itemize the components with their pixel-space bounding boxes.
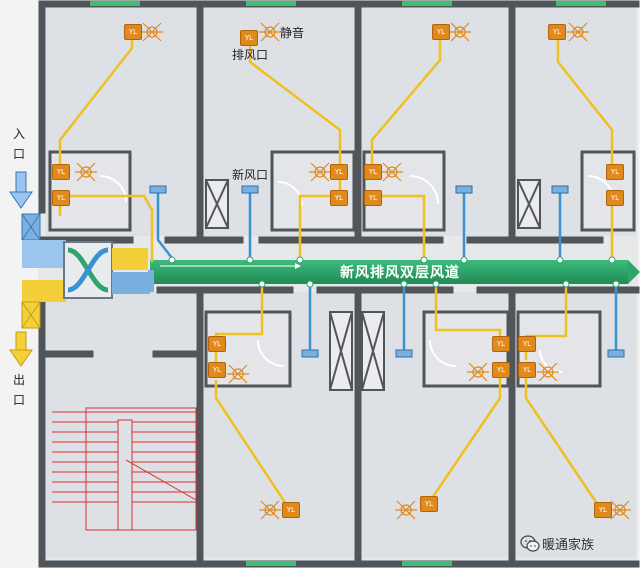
air-handling-unit [21, 213, 154, 329]
device-tag: YL [240, 30, 258, 46]
duct-taps [168, 256, 620, 288]
window-markers [90, 1, 606, 566]
device-tag: YL [518, 362, 536, 378]
watermark-brand: 暖通家族 [542, 538, 595, 553]
shafts [205, 179, 541, 391]
inlet-label: 入口 [12, 127, 25, 161]
device-tag: YL [208, 362, 226, 378]
device-tag: YL [420, 496, 438, 512]
main-duct [150, 260, 640, 284]
device-tag: YL [518, 336, 536, 352]
duct-label: 新风排风双层风道 [340, 265, 460, 281]
device-tag: YL [282, 502, 300, 518]
outlet-label: 出口 [12, 373, 25, 407]
device-tag: YL [364, 164, 382, 180]
device-tag: YL [364, 190, 382, 206]
walls [38, 0, 640, 568]
staircase [52, 407, 197, 531]
device-tag: YL [52, 164, 70, 180]
device-tag: YL [492, 336, 510, 352]
device-tag: YL [52, 190, 70, 206]
device-tag: YL [594, 502, 612, 518]
wechat-icon [520, 535, 540, 552]
device-tag: YL [330, 164, 348, 180]
blue-vents [149, 185, 625, 358]
device-tag: YL [330, 190, 348, 206]
device-tag: YL [208, 336, 226, 352]
device-tag: YL [606, 190, 624, 206]
door-swings [99, 175, 615, 373]
exhaust-port-label: 排风口 [232, 48, 269, 62]
light-fixtures [75, 22, 631, 520]
mute-label: 静音 [280, 26, 305, 40]
room-bottom-small [46, 292, 196, 360]
watermark: 暖通家族 [520, 532, 632, 556]
device-tag: YL [606, 164, 624, 180]
fresh-port-label: 新风口 [232, 168, 269, 182]
device-tag: YL [548, 24, 566, 40]
inlet-arrow [9, 171, 33, 209]
device-tag: YL [124, 24, 142, 40]
blue-pipes [156, 190, 618, 350]
device-tag: YL [492, 362, 510, 378]
outlet-arrow [9, 331, 33, 367]
device-tag: YL [432, 24, 450, 40]
yellow-pipes [58, 32, 614, 511]
